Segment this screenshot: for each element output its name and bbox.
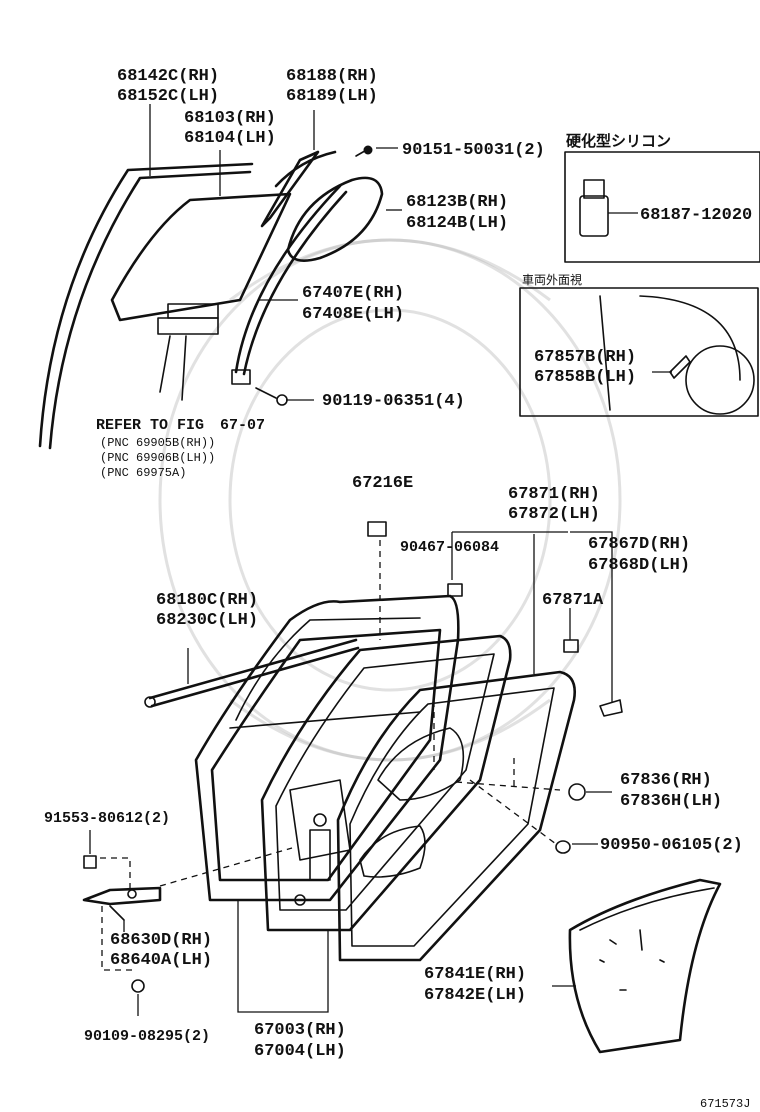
label-67857B: 67857B(RH) (534, 348, 636, 367)
label-67858B: 67858B(LH) (534, 368, 636, 387)
label-ref-fig-number: 67-07 (220, 417, 265, 434)
label-67004: 67004(LH) (254, 1042, 346, 1061)
label-68630D: 68630D(RH) (110, 931, 212, 950)
quarter-window-glass[interactable] (286, 176, 384, 262)
label-68123B: 68123B(RH) (406, 193, 508, 212)
label-68189: 68189(LH) (286, 87, 378, 106)
label-68180C: 68180C(RH) (156, 591, 258, 610)
label-67868D: 67868D(LH) (588, 556, 690, 575)
label-67871-RH: 67871(RH) (508, 485, 600, 504)
label-pnc-1: (PNC 69905B(RH)) (100, 436, 215, 450)
label-pnc-2: (PNC 69906B(LH)) (100, 451, 215, 465)
label-68187: 68187-12020 (640, 206, 752, 225)
label-67836H: 67836H(LH) (620, 792, 722, 811)
division-bar-front-seal[interactable] (260, 150, 337, 228)
label-67842E: 67842E(LH) (424, 986, 526, 1005)
label-67867D: 67867D(RH) (588, 535, 690, 554)
exterior-view-inset (519, 287, 759, 417)
door-weatherstrip[interactable] (336, 670, 576, 962)
door-check-hinge[interactable] (82, 886, 162, 921)
label-pnc-3: (PNC 69975A) (100, 466, 186, 480)
label-68103: 68103(RH) (184, 109, 276, 128)
diagram-id: 671573J (700, 1097, 750, 1111)
label-68230C: 68230C(LH) (156, 611, 258, 630)
label-67003: 67003(RH) (254, 1021, 346, 1040)
label-67216E: 67216E (352, 474, 413, 493)
label-silicone: 硬化型シリコン (566, 132, 671, 151)
label-68152C: 68152C(LH) (117, 87, 219, 106)
label-91553: 91553-80612(2) (44, 810, 170, 827)
label-exterior-view: 車両外面視 (522, 272, 582, 288)
glass-run-channel-outer[interactable] (38, 162, 254, 450)
label-67871A: 67871A (542, 591, 604, 610)
door-trim-board[interactable] (568, 878, 722, 1054)
label-90119: 90119-06351(4) (322, 392, 465, 411)
label-67407E: 67407E(RH) (302, 284, 404, 303)
label-67872: 67872(LH) (508, 505, 600, 524)
o-ring-icon (555, 840, 571, 854)
stopper-icon (599, 699, 623, 717)
division-bar[interactable] (231, 184, 348, 385)
clip-icon (367, 521, 387, 537)
label-68142C: 68142C(RH) (117, 67, 219, 86)
label-68640A: 68640A(LH) (110, 951, 212, 970)
screw-icon (83, 855, 97, 869)
hole-plug-icon (568, 783, 586, 801)
label-90467: 90467-06084 (400, 539, 499, 556)
door-frame[interactable] (260, 634, 512, 932)
label-68188: 68188(RH) (286, 67, 378, 86)
silicone-inset-box (564, 151, 760, 263)
bolt-icon (255, 387, 288, 406)
label-67408E: 67408E(LH) (302, 305, 404, 324)
watermark-emblem (158, 238, 622, 762)
label-90109: 90109-08295(2) (84, 1028, 210, 1045)
label-67841E: 67841E(RH) (424, 965, 526, 984)
label-90950: 90950-06105(2) (600, 836, 743, 855)
label-refer-to-fig: REFER TO FIG (96, 417, 204, 434)
bolt-icon (447, 583, 463, 597)
label-68104: 68104(LH) (184, 129, 276, 148)
glass-channel-bracket[interactable] (157, 303, 219, 401)
screw-icon (355, 145, 373, 157)
clip-icon (563, 639, 579, 653)
door-window-glass[interactable] (110, 192, 292, 322)
label-68124B: 68124B(LH) (406, 214, 508, 233)
label-90151: 90151-50031(2) (402, 141, 545, 160)
label-67836-RH: 67836(RH) (620, 771, 712, 790)
bolt-icon (131, 979, 145, 993)
